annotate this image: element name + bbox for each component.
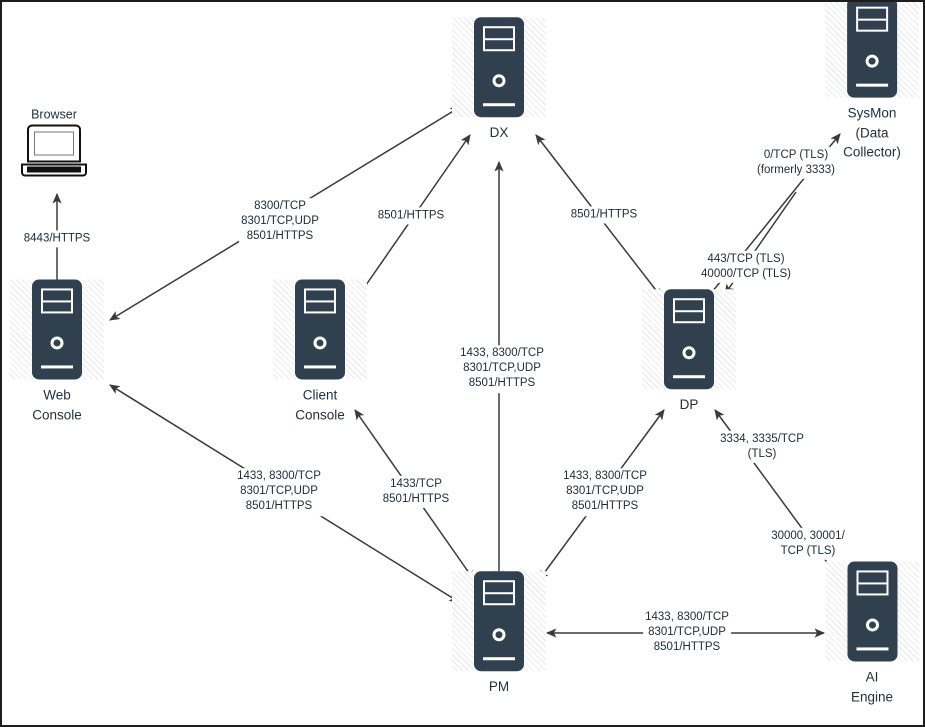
laptop-screen-icon xyxy=(34,131,74,156)
vent-icon xyxy=(856,646,888,651)
server-tower-icon xyxy=(452,571,546,672)
node-dp[interactable]: DP xyxy=(642,289,736,415)
drive-bay-icon xyxy=(856,570,888,596)
server-tower-icon xyxy=(273,279,367,380)
power-button-icon xyxy=(492,628,506,642)
server-tower-icon xyxy=(452,17,546,118)
laptop-lid-icon xyxy=(27,124,81,163)
node-client-console-label: Client Console xyxy=(295,387,345,422)
server-tower-icon xyxy=(824,2,919,98)
power-button-icon xyxy=(682,346,696,360)
power-button-icon xyxy=(865,54,879,68)
vent-icon xyxy=(483,102,515,107)
node-dp-label: DP xyxy=(679,397,699,413)
server-tower-icon xyxy=(10,279,104,380)
vent-icon xyxy=(304,364,336,369)
connection-web_console-pm xyxy=(109,384,460,603)
node-ai-engine-label: AI Engine xyxy=(850,669,894,704)
vent-icon xyxy=(673,374,705,379)
connection-dp-ai_engine xyxy=(714,409,841,581)
drive-bay-icon xyxy=(483,26,515,52)
drive-bay-icon xyxy=(41,288,73,314)
power-button-icon xyxy=(313,336,327,350)
drive-bay-icon xyxy=(483,580,515,606)
node-dx[interactable]: DX xyxy=(452,17,546,143)
drive-bay-icon xyxy=(855,6,888,32)
server-tower-icon xyxy=(825,561,919,662)
vent-icon xyxy=(483,656,515,661)
node-dx-label: DX xyxy=(489,125,509,141)
server-tower-icon xyxy=(642,289,736,390)
connection-sysmon-dp xyxy=(711,133,841,293)
node-sysmon[interactable]: SysMon (Data Collector) xyxy=(824,2,919,162)
node-sysmon-label: SysMon (Data Collector) xyxy=(843,105,901,160)
laptop-keyboard-icon xyxy=(27,166,81,173)
vent-icon xyxy=(855,83,888,87)
power-button-icon xyxy=(492,74,506,88)
vent-icon xyxy=(41,364,73,369)
drive-bay-icon xyxy=(304,288,336,314)
node-pm[interactable]: PM xyxy=(452,571,546,697)
laptop-icon xyxy=(21,124,87,177)
node-browser[interactable]: Browser xyxy=(21,108,87,177)
connection-client_console-pm xyxy=(354,409,475,581)
power-button-icon xyxy=(865,618,879,632)
node-pm-label: PM xyxy=(488,679,510,695)
connection-dp-in-443 xyxy=(724,191,797,295)
connection-pm-dp xyxy=(538,409,665,581)
node-web-console-label: Web Console xyxy=(32,387,82,422)
node-client-console[interactable]: Client Console xyxy=(273,279,367,424)
connection-dx-dp xyxy=(535,134,663,299)
node-ai-engine[interactable]: AI Engine xyxy=(825,561,919,706)
power-button-icon xyxy=(50,336,64,350)
node-browser-label: Browser xyxy=(31,107,77,122)
drive-bay-icon xyxy=(673,298,705,324)
node-web-console[interactable]: Web Console xyxy=(10,279,104,424)
